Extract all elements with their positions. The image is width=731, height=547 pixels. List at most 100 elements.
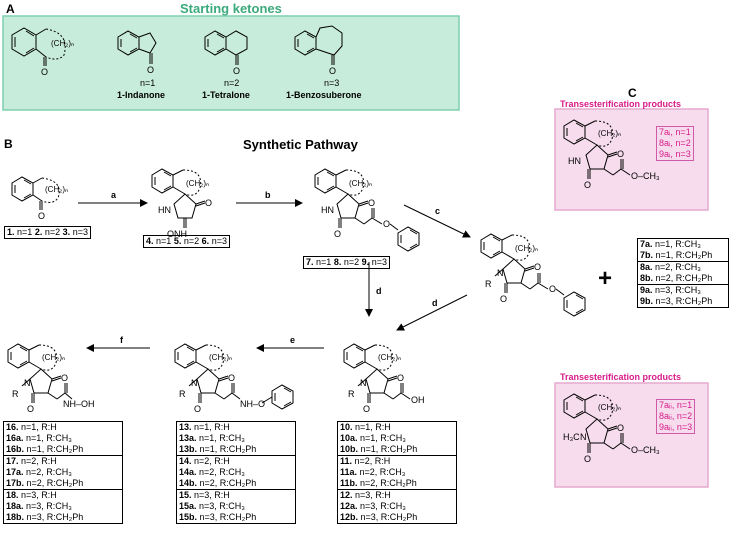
cmp-id: 11. (340, 456, 353, 466)
cmp-id: 15b. (179, 512, 198, 522)
cmp-desc: n=1, R:H (352, 422, 391, 432)
table-row: 10. n=1, R:H (340, 422, 454, 433)
hn-hydantoin: HN (158, 205, 171, 215)
tetralone-name: 1-Tetralone (202, 90, 250, 100)
step-d-arrow-diagonal (396, 294, 468, 331)
acid-10-12-structure (343, 343, 411, 403)
och3-bottom: O–CH₃ (631, 445, 660, 455)
cmp-id: 16a. (6, 433, 24, 443)
generic-ketone-a (11, 27, 66, 66)
oxygen-intermediate-1: O (534, 262, 541, 272)
cmp-1-id: 1. (7, 227, 15, 237)
cmp-desc: n=3, R:H (352, 490, 391, 500)
oxygen-bottom-1: O (617, 423, 624, 433)
benzosuberone-structure (294, 25, 343, 65)
cmp-id: 10a. (340, 433, 358, 443)
panel-a-letter: A (6, 2, 15, 16)
oxygen-a: O (41, 67, 48, 77)
table-row: 16. n=1, R:H (6, 422, 120, 433)
cmp-id: 10b. (340, 444, 359, 454)
cmp-9-n: n=3 (371, 257, 387, 267)
table-row: 12. n=3, R:H (340, 490, 454, 501)
table-row: 11. n=2, R:H (340, 456, 454, 467)
cmp-desc: n=1, R:CH₂Ph (358, 444, 418, 454)
oxygen-indanone: O (147, 65, 154, 75)
table-13-group-1: 13. n=1, R:H 13a. n=1, R:CH₃ 13b. n=1, R… (177, 422, 295, 456)
step-e-label: e (290, 335, 295, 345)
cmp-id: 18. (6, 490, 19, 500)
ch2n-intermediate: (CH₂)ₙ (515, 244, 538, 253)
cmp-4-id: 4. (146, 236, 154, 246)
table-row: 18a. n=3, R:CH₃ (6, 501, 120, 512)
cmp-6-n: n=3 (211, 236, 227, 246)
cmp-id: 11a. (340, 467, 358, 477)
ch2n-ketone: (CH₂)ₙ (45, 185, 68, 194)
cmp-id: 18b. (6, 512, 25, 522)
cmp-id: 14. (179, 456, 192, 466)
och3-top: O–CH₃ (631, 171, 660, 181)
cmp-id: 9b. (640, 296, 654, 306)
panel-b-letter: B (4, 137, 13, 151)
step-c-label: c (435, 206, 440, 216)
cmp-8-id: 8. (333, 257, 342, 267)
cmp-desc: n=2, R:CH₂Ph (653, 273, 713, 283)
table-7ab-group-2: 8a. n=2, R:CH₃ 8b. n=2, R:CH₂Ph (638, 262, 728, 285)
oxygen-intermediate-3: O (549, 284, 556, 294)
n-intermediate: N (497, 268, 504, 278)
nh-hydantoin: NH (174, 229, 187, 239)
oxygen-ester-2: O (334, 229, 341, 239)
compounds-1-3-label: 1. n=1 2. n=2 3. n=3 (4, 226, 91, 239)
cmp-id: 12b. (340, 512, 359, 522)
cmp-id: 9a. (640, 285, 653, 295)
oxygen-ester-1: O (368, 198, 375, 208)
oxygen-hydroxamic-1: O (61, 373, 68, 383)
table-row: 13. n=1, R:H (179, 422, 293, 433)
tetralone-n: n=2 (224, 78, 239, 88)
step-d-label-1: d (376, 286, 382, 296)
n-hydroxamic: N (24, 378, 31, 388)
ch2n-top: (CH₂)ₙ (598, 129, 621, 138)
ch2n-ester: (CH₂)ₙ (349, 179, 372, 188)
ketone-1-3-structure (11, 176, 60, 210)
table-7ab-group-3: 9a. n=3, R:CH₃ 9b. n=3, R:CH₂Ph (638, 285, 728, 307)
table-row: 7a. n=1, R:CH₃ (640, 239, 726, 250)
hydroxamic-acid-16-18-structure (7, 343, 73, 403)
cmp-desc: n=3, R:CH₂Ph (358, 512, 418, 522)
table-row: 16a. n=1, R:CH₃ (6, 433, 120, 444)
nh-o-benzyloxyamide: NH–O (240, 399, 265, 409)
oxygen-hydantoin-1: O (205, 198, 212, 208)
ch2n-hydantoin: (CH₂)ₙ (186, 179, 209, 188)
table-row: 7b. n=1, R:CH₂Ph (640, 250, 726, 261)
cmp-2-n: n=2 (44, 227, 61, 237)
indanone-structure (117, 30, 157, 64)
hn-ester: HN (321, 205, 334, 215)
cmp-id: 16. (6, 422, 19, 432)
cmp-id: 13a. (179, 433, 197, 443)
cmp-id: 7a. (640, 239, 653, 249)
oxygen-bottom-2: O (584, 454, 591, 464)
table-row: 10a. n=1, R:CH₃ (340, 433, 454, 444)
n-bottom: N (580, 432, 587, 442)
oxygen-top-1: O (617, 149, 624, 159)
cmp-desc: n=2, R:CH₃ (196, 467, 245, 477)
cmp-id: 11b. (340, 478, 358, 488)
indanone-name: 1-Indanone (117, 90, 165, 100)
cmp-desc: n=1, R:CH₂Ph (197, 444, 257, 454)
trans-products-top-list: 7aᵢ, n=1 8aᵢ, n=2 9aᵢ, n=3 (656, 126, 694, 161)
table-row: 12b. n=3, R:CH₂Ph (340, 512, 454, 523)
hydantoin-4-6-structure (151, 168, 206, 228)
cmp-7-n: n=1 (316, 257, 332, 267)
hn-top: HN (568, 156, 581, 166)
table-row: 14. n=2, R:H (179, 456, 293, 467)
trans-item: 7aᵢᵢ, n=1 (659, 400, 693, 410)
starting-ketones-panel (2, 15, 460, 111)
oh-acid: OH (411, 395, 425, 405)
cmp-desc: n=3, R:CH₂Ph (653, 296, 713, 306)
benzosuberone-name: 1-Benzosuberone (286, 90, 362, 100)
table-row: 15. n=3, R:H (179, 490, 293, 501)
cmp-desc: n=3, R:H (18, 490, 57, 500)
trans-products-bottom-list: 7aᵢᵢ, n=1 8aᵢᵢ, n=2 9aᵢᵢ, n=3 (656, 399, 696, 434)
cmp-5-n: n=2 (183, 236, 200, 246)
cmp-1-n: n=1 (17, 227, 33, 237)
